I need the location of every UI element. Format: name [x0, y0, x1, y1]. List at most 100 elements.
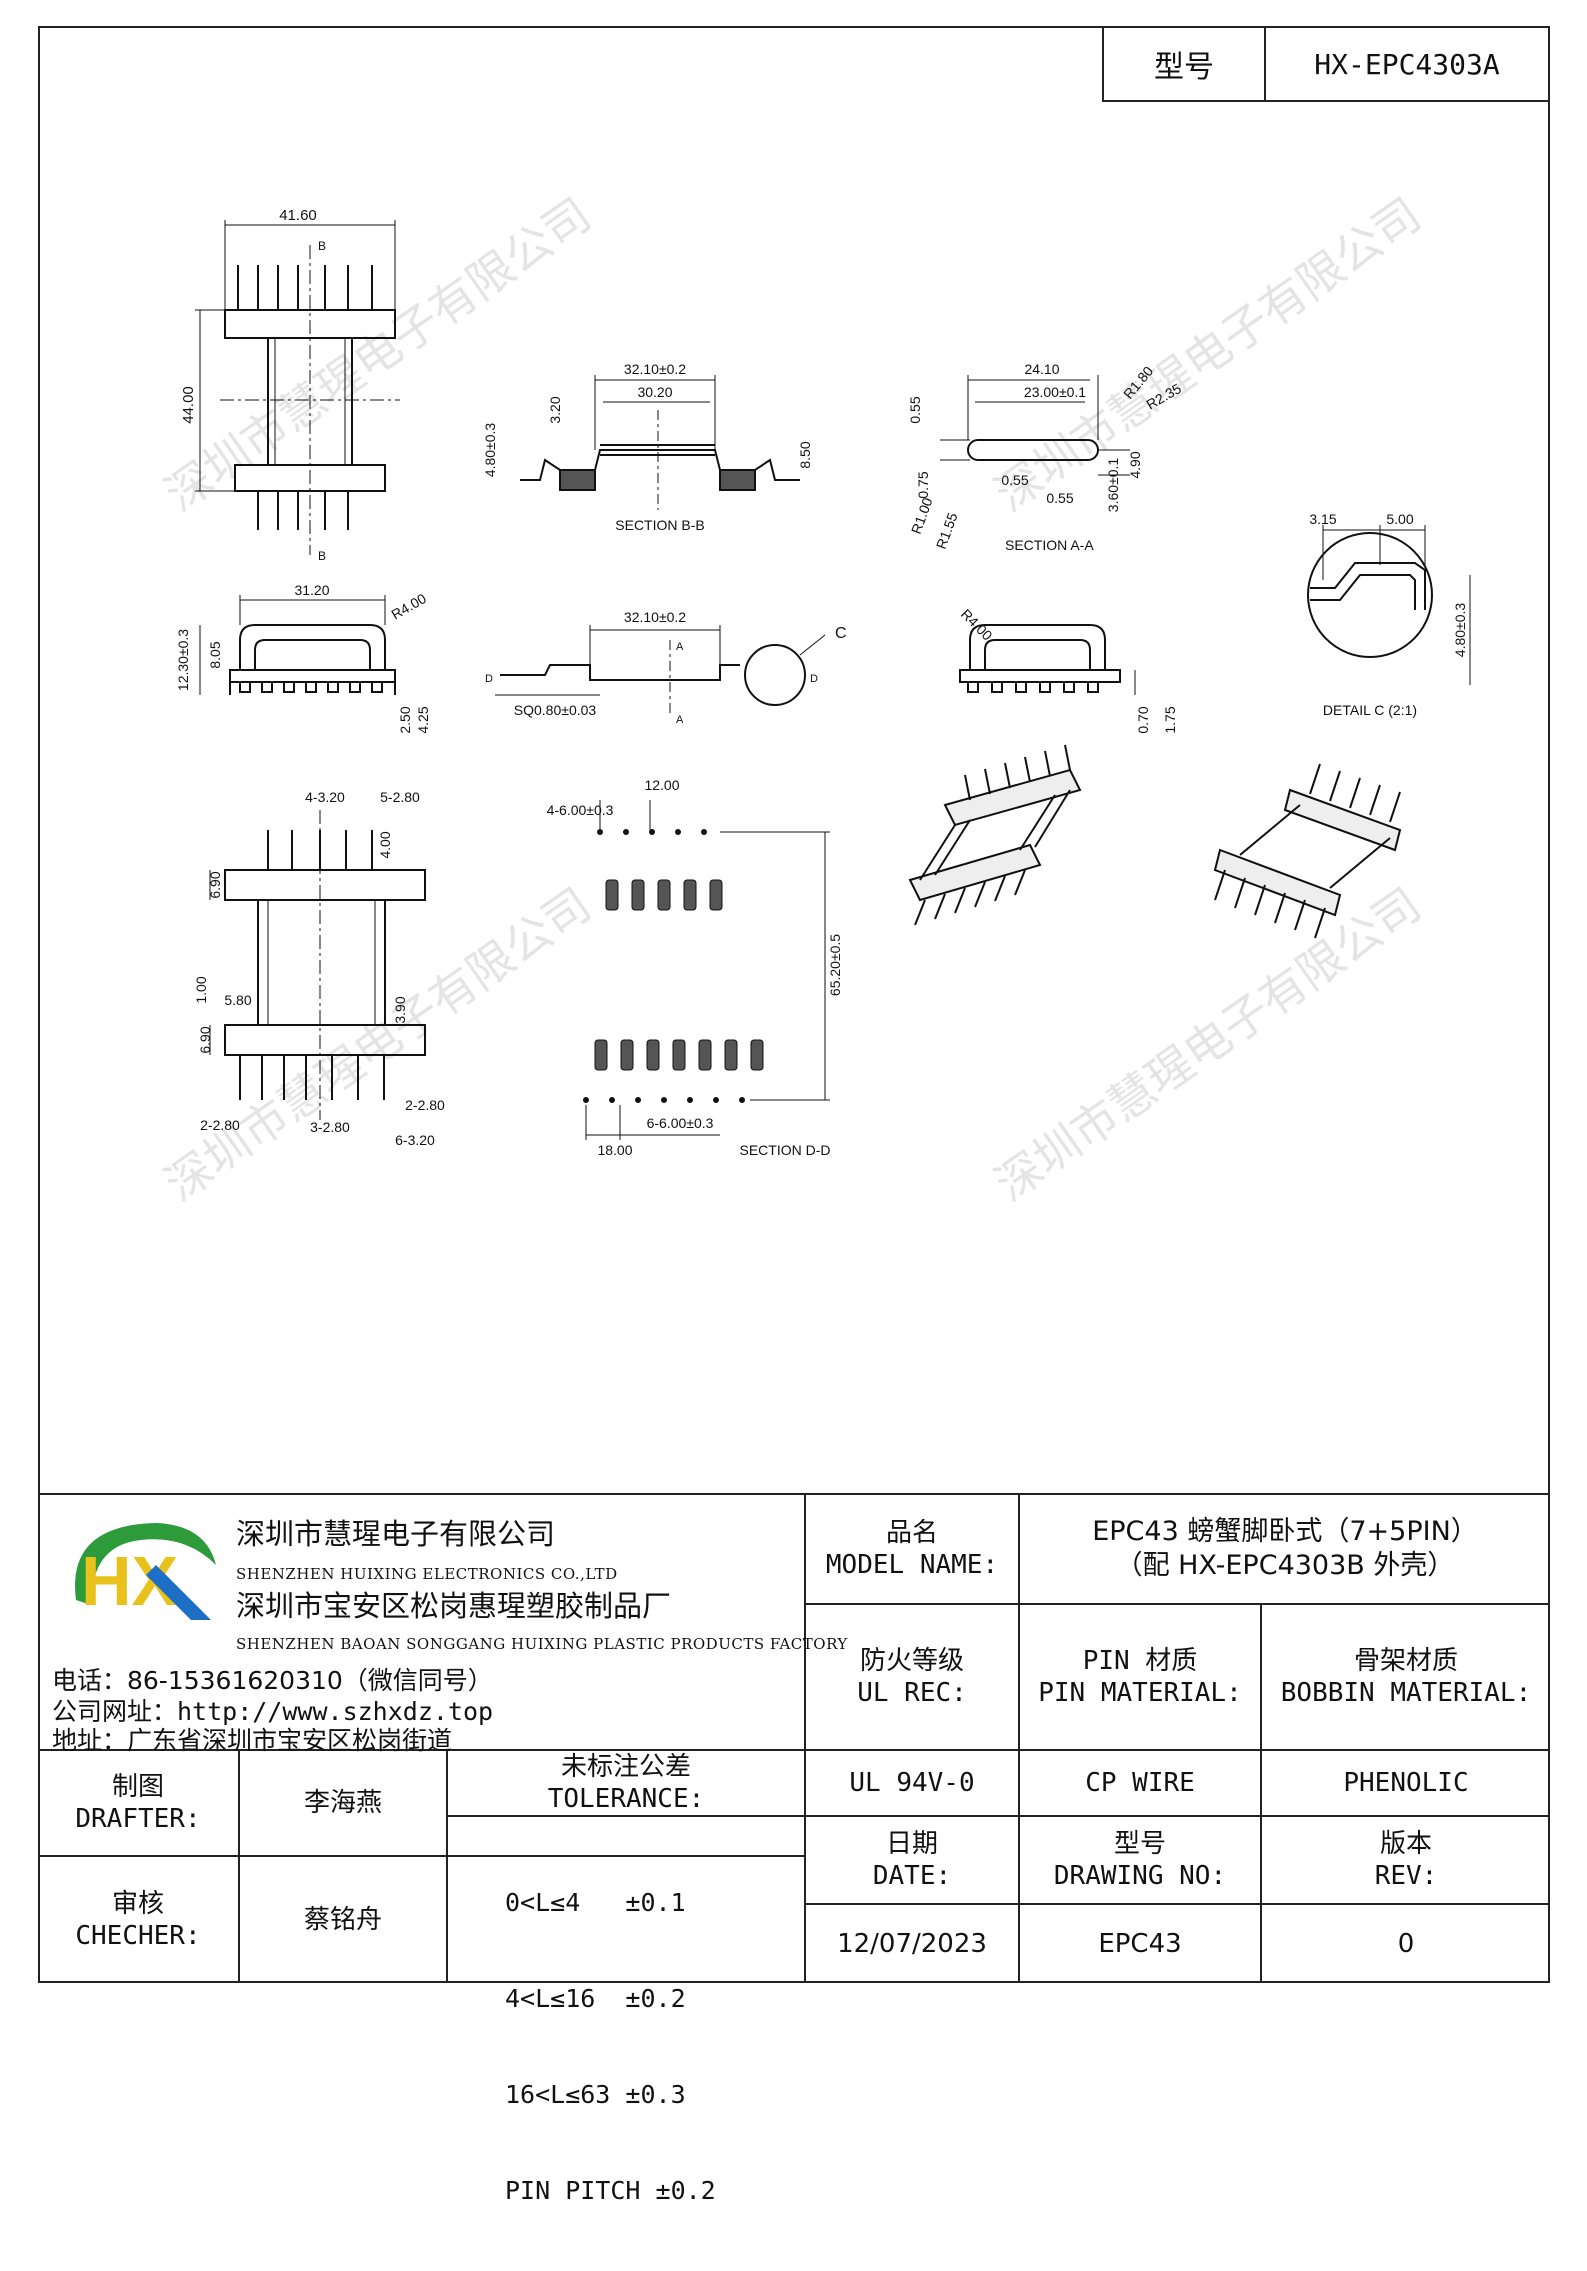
model-label: 型号 [1104, 28, 1266, 100]
checker-label: 审核 CHECHER: [38, 1857, 238, 1983]
dim-front-b2: 3-2.80 [310, 1119, 350, 1135]
tolerance-line: 0<L≤4 ±0.1 [505, 1888, 686, 1917]
dim-front-b4: 6-3.20 [395, 1132, 435, 1148]
mark-c: C [835, 625, 847, 642]
dim-front-h4: 3.90 [392, 996, 408, 1023]
mark-a: A [676, 641, 684, 653]
dim-aa-t3: 0.55 [1001, 472, 1028, 488]
label-section-aa: SECTION A-A [1005, 537, 1094, 553]
model-name-label: 品名 MODEL NAME: [806, 1495, 1018, 1603]
dim-front-p2: 5-2.80 [380, 789, 420, 805]
dim-side-w: 31.20 [294, 582, 329, 598]
company-info: HX 深圳市慧瑆电子有限公司 SHENZHEN HUIXING ELECTRON… [38, 1493, 847, 1755]
tolerance-cn: 未标注公差 [560, 1751, 691, 1782]
dim-front-h1: 4.00 [377, 831, 393, 858]
dim-c-a: 3.15 [1309, 511, 1336, 527]
tolerance-line: 16<L≤63 ±0.3 [505, 2080, 686, 2109]
dim-bb-outer: 32.10±0.2 [624, 361, 686, 377]
dim-bb-inner: 30.20 [637, 384, 672, 400]
dim-dd-d1: 12.00 [644, 777, 679, 793]
model-name-line2: （配 HX-EPC4303B 外壳） [1115, 1550, 1455, 1581]
dim-front-w: 5.80 [224, 992, 251, 1008]
dim-side-h1: 12.30±0.3 [175, 629, 191, 691]
company-logo: HX [75, 1523, 216, 1620]
dim-front-h3: 1.00 [193, 976, 209, 1003]
model-name-en: MODEL NAME: [825, 1550, 999, 1580]
dim-dd-len: 65.20±0.5 [827, 934, 843, 996]
dim-side-b2: 4.25 [415, 706, 431, 733]
detail-c-view [1307, 525, 1471, 685]
dim-dd-p1: 4-6.00±0.3 [547, 802, 614, 818]
model-name-cn: 品名 [885, 1517, 938, 1548]
mid-view [495, 625, 826, 715]
bobbin-material-label: 骨架材质 BOBBIN MATERIAL: [1262, 1605, 1550, 1749]
dim-aa-h1: 3.60±0.1 [1105, 458, 1121, 513]
date-cn: 日期 [885, 1828, 938, 1859]
dim-top-height: 44.00 [180, 386, 197, 424]
drafter-en: DRAFTER: [75, 1804, 201, 1834]
tolerance-line: 4<L≤16 ±0.2 [505, 1984, 686, 2013]
drafter-label: 制图 DRAFTER: [38, 1751, 238, 1855]
pin-material-en: PIN MATERIAL: [1038, 1678, 1242, 1708]
end-view [959, 624, 1136, 695]
model-name-value: EPC43 螃蟹脚卧式（7+5PIN） （配 HX-EPC4303B 外壳） [1020, 1495, 1550, 1603]
section-aa-view [940, 375, 1130, 476]
dim-aa-w1: 24.10 [1024, 361, 1059, 377]
pin-material-cn: PIN 材质 [1082, 1645, 1198, 1676]
section-mark-b: B [318, 549, 326, 563]
dim-bb-h3: 8.50 [797, 441, 813, 468]
drafter-name: 李海燕 [303, 1787, 382, 1818]
company-name-cn: 深圳市慧瑆电子有限公司 [236, 1517, 556, 1551]
bobbin-material-cn: 骨架材质 [1353, 1645, 1458, 1676]
dim-aa-r2: R2.35 [1144, 380, 1185, 413]
rev-cn: 版本 [1379, 1828, 1432, 1859]
drawing-no-en: DRAWING NO: [1053, 1861, 1227, 1891]
tolerance-label: 未标注公差 TOLERANCE: [448, 1751, 804, 1815]
label-section-dd: SECTION D-D [740, 1142, 831, 1158]
section-dd-view [583, 800, 830, 1140]
checker-en: CHECHER: [75, 1921, 201, 1951]
dim-bb-h2: 3.20 [547, 396, 563, 423]
tolerance-line: PIN PITCH ±0.2 [505, 2176, 716, 2205]
tolerance-en: TOLERANCE: [547, 1784, 705, 1814]
pin-material-label: PIN 材质 PIN MATERIAL: [1020, 1605, 1260, 1749]
dim-dd-p2: 6-6.00±0.3 [647, 1115, 714, 1131]
website-info: 公司网址：http://www.szhxdz.top [52, 1697, 494, 1726]
model-value: HX-EPC4303A [1314, 47, 1500, 81]
dim-aa-t4: 0.55 [1046, 490, 1073, 506]
mark-d: D [810, 673, 818, 685]
dim-front-b3: 2-2.80 [405, 1097, 445, 1113]
drafter-cn: 制图 [111, 1771, 164, 1802]
dim-c-h: 4.80±0.3 [1452, 603, 1468, 658]
dim-mid-w: 32.10±0.2 [624, 609, 686, 625]
address-info: 地址：广东省深圳市宝安区松岗街道 [52, 1726, 453, 1755]
dim-front-h5: 6.90 [197, 1026, 213, 1053]
bobbin-material-value: PHENOLIC [1343, 1767, 1469, 1798]
drawing-no-cn: 型号 [1113, 1828, 1166, 1859]
factory-name-en: SHENZHEN BAOAN SONGGANG HUIXING PLASTIC … [236, 1635, 848, 1653]
dim-front-p1: 4-3.20 [305, 789, 345, 805]
dim-top-width: 41.60 [279, 207, 317, 224]
mark-d: D [485, 673, 493, 685]
drawing-no-value: EPC43 [1098, 1928, 1182, 1959]
dim-side-h2: 8.05 [207, 641, 223, 668]
date-value: 12/07/2023 [837, 1928, 987, 1959]
dim-side-b1: 2.50 [397, 706, 413, 733]
isometric-view-2 [1213, 763, 1402, 939]
top-view [195, 220, 400, 555]
side-view [199, 595, 396, 695]
factory-name-cn: 深圳市宝安区松岗惠瑆塑胶制品厂 [236, 1589, 672, 1623]
drawing-frame [38, 26, 1550, 1983]
mark-a: A [676, 714, 684, 726]
fire-rating-cn: 防火等级 [859, 1645, 964, 1676]
technical-drawing: 41.60 44.00 B B 32.10±0.2 30.20 4.80±0.3… [175, 207, 1471, 1158]
drawing-no-label: 型号 DRAWING NO: [1020, 1817, 1260, 1903]
dim-front-b1: 2-2.80 [200, 1117, 240, 1133]
dim-aa-t2: 0.75 [915, 471, 931, 498]
phone-info: 电话：86-15361620310（微信同号） [52, 1666, 493, 1695]
checker-cn: 审核 [111, 1888, 164, 1919]
date-en: DATE: [872, 1861, 952, 1891]
dim-aa-t1: 0.55 [907, 396, 923, 423]
title-block: HX 深圳市慧瑆电子有限公司 SHENZHEN HUIXING ELECTRON… [38, 1493, 1550, 2205]
dim-aa-r3: R1.00 [908, 495, 936, 536]
